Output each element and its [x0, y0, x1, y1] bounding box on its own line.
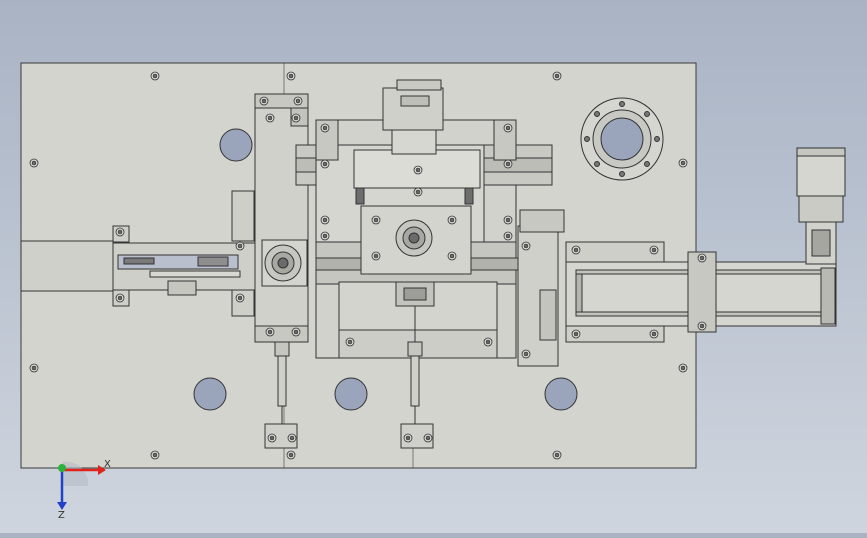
round-flange	[580, 97, 664, 181]
x-axis-label: X	[104, 459, 111, 470]
axis-triad[interactable]: X Z	[40, 448, 120, 518]
y-axis-dot	[58, 464, 66, 472]
central-frame	[295, 119, 553, 359]
z-axis-label: Z	[58, 510, 65, 518]
right-horizontal-arm	[565, 241, 837, 343]
left-linear-actuator	[20, 190, 259, 317]
right-servo-motor	[796, 147, 846, 265]
center-rotary-unit	[360, 205, 472, 275]
plate-holes	[193, 128, 578, 411]
left-vertical-plate	[254, 93, 309, 343]
lower-gripper	[395, 281, 435, 345]
right-mounting-block	[517, 209, 565, 367]
left-rotary-unit	[261, 239, 308, 287]
top-slide-block	[382, 79, 444, 155]
